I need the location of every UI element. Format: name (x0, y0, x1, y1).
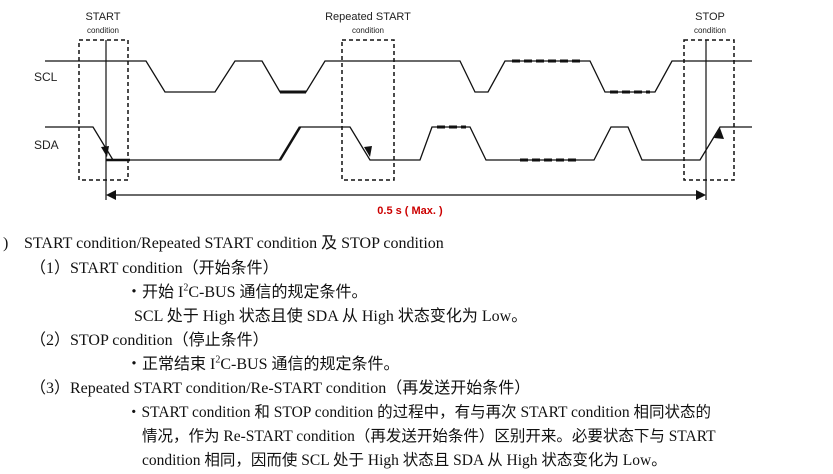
item3-title: （3）Repeated START condition/Re-START con… (30, 380, 531, 397)
section-heading: START condition/Repeated START condition… (24, 235, 444, 252)
timing-arrow-right-icon (696, 190, 706, 200)
stop-arrow-icon (714, 128, 724, 139)
start-arrow-icon (101, 146, 109, 157)
timing-label: 0.5 s ( Max. ) (377, 205, 443, 217)
item2-title: （2）STOP condition（停止条件） (30, 332, 269, 349)
start-title: START (85, 11, 120, 23)
item1-bullet1-post: C-BUS 通信的规定条件。 (188, 284, 368, 301)
start-condition-box (78, 39, 129, 181)
item1-bullet1-pre: ・开始 I (126, 284, 184, 301)
stop-sub: condition (694, 26, 726, 35)
repeated-start-title: Repeated START (325, 11, 411, 23)
sda-label: SDA (34, 138, 59, 152)
item2-bullet1-sup: 2 (215, 354, 221, 366)
heading-marker: ) (3, 235, 9, 252)
scl-waveform (45, 60, 752, 93)
sda-bold-rise (278, 126, 302, 161)
item2-bullet1-pre: ・正常结束 I (126, 356, 216, 373)
sda-waveform (45, 126, 752, 161)
item2-bullet1-post: C-BUS 通信的规定条件。 (220, 356, 400, 373)
scl-label: SCL (34, 70, 58, 84)
item2-bullet1: ・正常结束 I2C-BUS 通信的规定条件。 (126, 355, 399, 375)
i2c-timing-diagram: START condition Repeated START condition… (34, 11, 752, 217)
item3-line2: 情况，作为 Re-START condition（再发送开始条件）区别开来。必要… (142, 428, 716, 445)
item1-bullet1-sup: 2 (183, 282, 189, 294)
item1-bullet2: SCL 处于 High 状态且使 SDA 从 High 状态变化为 Low。 (134, 308, 528, 325)
stop-condition-box (683, 39, 735, 181)
item3-line3: condition 相同，因而使 SCL 处于 High 状态且 SDA 从 H… (142, 452, 667, 469)
repeated-start-sub: condition (352, 26, 384, 35)
item1-title: （1）START condition（开始条件） (30, 260, 279, 277)
repeated-start-arrow-icon (364, 146, 372, 157)
item1-bullet1: ・开始 I2C-BUS 通信的规定条件。 (126, 283, 367, 303)
stop-title: STOP (695, 11, 725, 23)
item3-line1: ・START condition 和 STOP condition 的过程中，有… (126, 404, 711, 421)
timing-arrow-left-icon (106, 190, 116, 200)
repeated-start-condition-box (341, 39, 395, 181)
start-sub: condition (87, 26, 119, 35)
